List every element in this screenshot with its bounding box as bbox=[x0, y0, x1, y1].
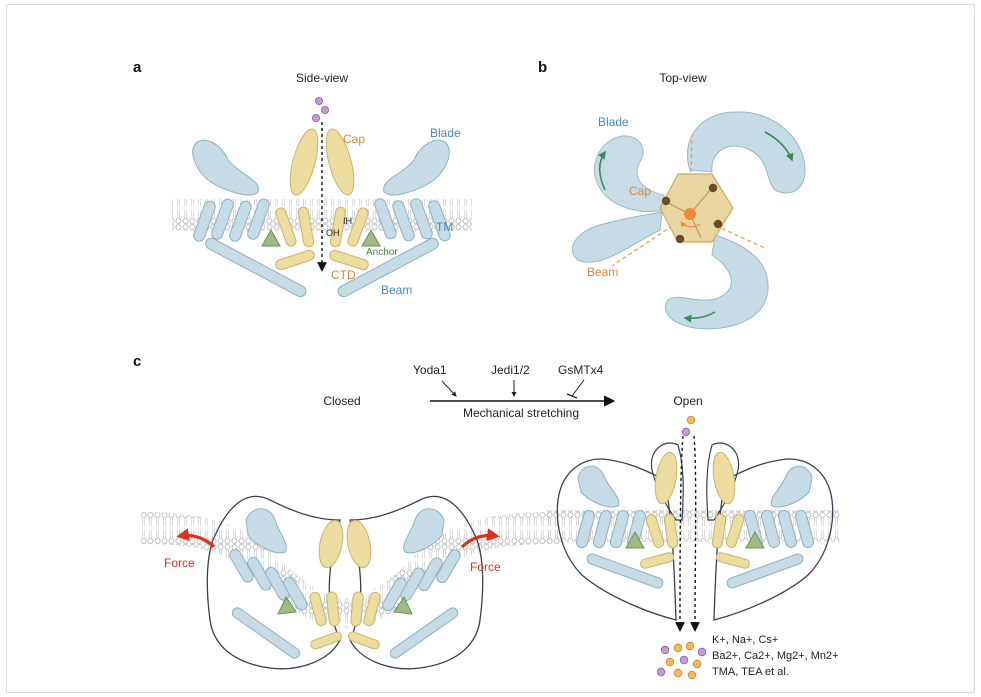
ions-line-1: K+, Na+, Cs+ bbox=[712, 634, 778, 646]
blade-right-a bbox=[384, 140, 450, 195]
label-ih-a: IH bbox=[343, 216, 352, 226]
open-blade-left bbox=[578, 466, 619, 507]
panel-a-letter: a bbox=[133, 59, 142, 76]
closed-ctd-right bbox=[347, 631, 380, 650]
label-anchor-a: Anchor bbox=[366, 247, 398, 258]
yoda1-arrow bbox=[442, 381, 456, 396]
label-tm-a: TM bbox=[436, 220, 453, 234]
label-beam-a: Beam bbox=[381, 283, 412, 297]
blade-left-a bbox=[193, 140, 259, 195]
closed-cap-right bbox=[343, 518, 374, 570]
label-open: Open bbox=[673, 394, 702, 408]
cap-left-a bbox=[285, 126, 324, 197]
closed-channel: Force Force bbox=[140, 496, 560, 668]
blade-arm-left-b bbox=[594, 136, 665, 212]
label-beam-b: Beam bbox=[587, 265, 618, 279]
modulator-yoda1: Yoda1 bbox=[413, 363, 447, 377]
label-cap-b: Cap bbox=[629, 184, 651, 198]
label-blade-a: Blade bbox=[430, 126, 461, 140]
label-cap-a: Cap bbox=[343, 132, 365, 146]
open-cap-left bbox=[652, 451, 681, 506]
ctd-left-a bbox=[274, 249, 315, 271]
ions-line-2: Ba2+, Ca2+, Mg2+, Mn2+ bbox=[712, 650, 839, 662]
ion-a-3 bbox=[312, 114, 319, 121]
cap-dot-3-b bbox=[714, 220, 722, 228]
ion-open-1 bbox=[687, 416, 695, 424]
open-ctd-right bbox=[715, 552, 750, 569]
open-ctd-left bbox=[640, 552, 675, 569]
ion-open-2 bbox=[682, 428, 690, 436]
label-oh-a: OH bbox=[326, 228, 340, 238]
anchor-left-a bbox=[262, 230, 280, 246]
ion-cluster bbox=[657, 642, 706, 679]
modulator-jedi: Jedi1/2 bbox=[491, 363, 530, 377]
open-channel: K+, Na+, Cs+ Ba2+, Ca2+, Mg2+, Mn2+ TMA,… bbox=[545, 416, 840, 679]
closed-beam-left bbox=[230, 606, 301, 660]
open-cap-right bbox=[710, 451, 739, 506]
label-mechanical-stretching: Mechanical stretching bbox=[463, 406, 579, 420]
cap-hexagon-b bbox=[660, 174, 733, 242]
modulator-gsmtx4: GsMTx4 bbox=[558, 363, 604, 377]
panel-b-title: Top-view bbox=[659, 71, 707, 85]
pore-center-b bbox=[684, 208, 696, 220]
ion-a-1 bbox=[315, 97, 322, 104]
panel-c-letter: c bbox=[133, 353, 141, 370]
anchor-right-a bbox=[362, 230, 380, 246]
cap-dot-4-b bbox=[676, 235, 684, 243]
closed-cap-left bbox=[315, 518, 346, 570]
blade-arm-bottom-b bbox=[665, 235, 768, 329]
panel-a-title: Side-view bbox=[296, 71, 348, 85]
panel-b-letter: b bbox=[538, 59, 547, 76]
ions-line-3: TMA, TEA et al. bbox=[712, 666, 789, 678]
panel-a: a Side-view bbox=[133, 59, 472, 299]
cap-dot-2-b bbox=[709, 184, 717, 192]
gsmtx4-inhibit-line bbox=[572, 380, 584, 396]
label-ctd-a: CTD bbox=[331, 268, 356, 282]
label-closed: Closed bbox=[323, 394, 360, 408]
label-force-right: Force bbox=[470, 560, 501, 574]
ion-a-2 bbox=[321, 106, 328, 113]
cap-dot-1-b bbox=[662, 197, 670, 205]
closed-beam-right bbox=[388, 606, 459, 660]
label-force-left: Force bbox=[164, 556, 195, 570]
label-blade-b: Blade bbox=[598, 115, 629, 129]
closed-ctd-left bbox=[310, 631, 343, 650]
panel-c: c Yoda1 Jedi1/2 GsMTx4 Mechanical stretc… bbox=[133, 353, 840, 679]
open-blade-right bbox=[771, 466, 812, 507]
gsmtx4-inhibit-bar bbox=[567, 394, 577, 398]
panel-b: b Top-view Blade Cap Beam bbox=[538, 59, 805, 329]
blade-arm-left-lower-b bbox=[572, 212, 662, 262]
